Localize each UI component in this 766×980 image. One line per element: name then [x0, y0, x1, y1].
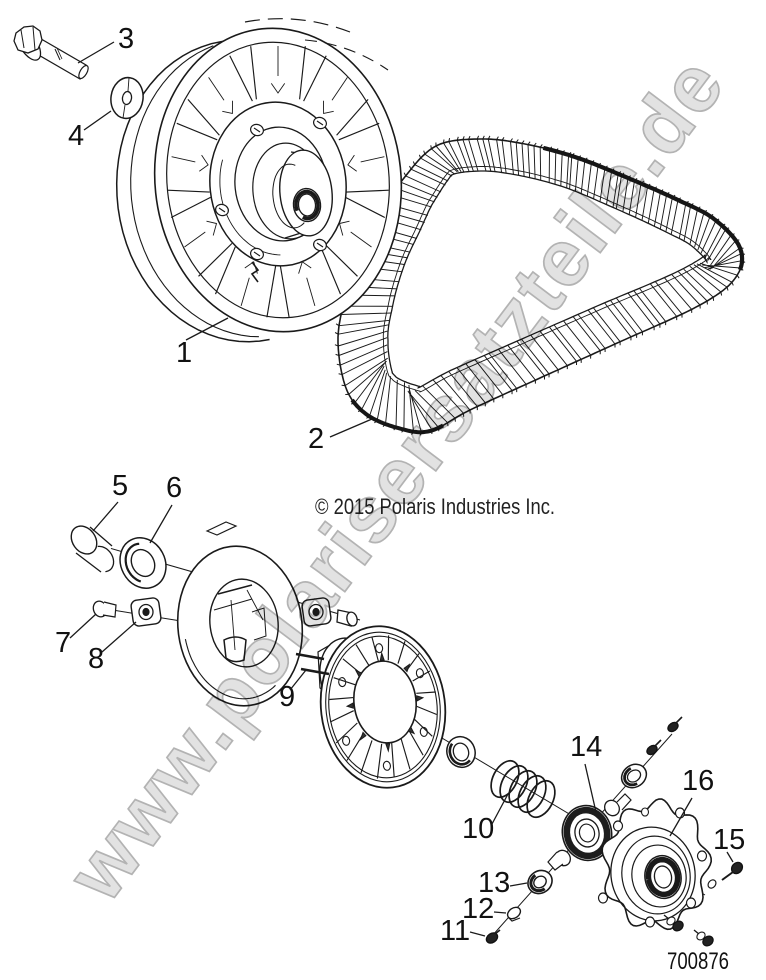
- svg-text:16: 16: [682, 765, 714, 797]
- svg-text:13: 13: [478, 867, 510, 899]
- svg-text:4: 4: [68, 120, 84, 152]
- svg-text:10: 10: [462, 813, 494, 845]
- svg-text:15: 15: [713, 824, 745, 856]
- svg-text:7: 7: [55, 627, 71, 659]
- svg-text:1: 1: [176, 337, 192, 369]
- svg-text:700876: 700876: [667, 948, 729, 975]
- svg-text:© 2015 Polaris Industries Inc.: © 2015 Polaris Industries Inc.: [315, 494, 555, 519]
- svg-text:11: 11: [440, 915, 470, 947]
- svg-text:2: 2: [308, 423, 324, 455]
- svg-text:12: 12: [462, 893, 494, 925]
- svg-text:3: 3: [118, 23, 134, 55]
- svg-text:8: 8: [88, 643, 104, 675]
- svg-text:5: 5: [112, 470, 128, 502]
- svg-text:6: 6: [166, 472, 182, 504]
- svg-text:14: 14: [570, 731, 602, 763]
